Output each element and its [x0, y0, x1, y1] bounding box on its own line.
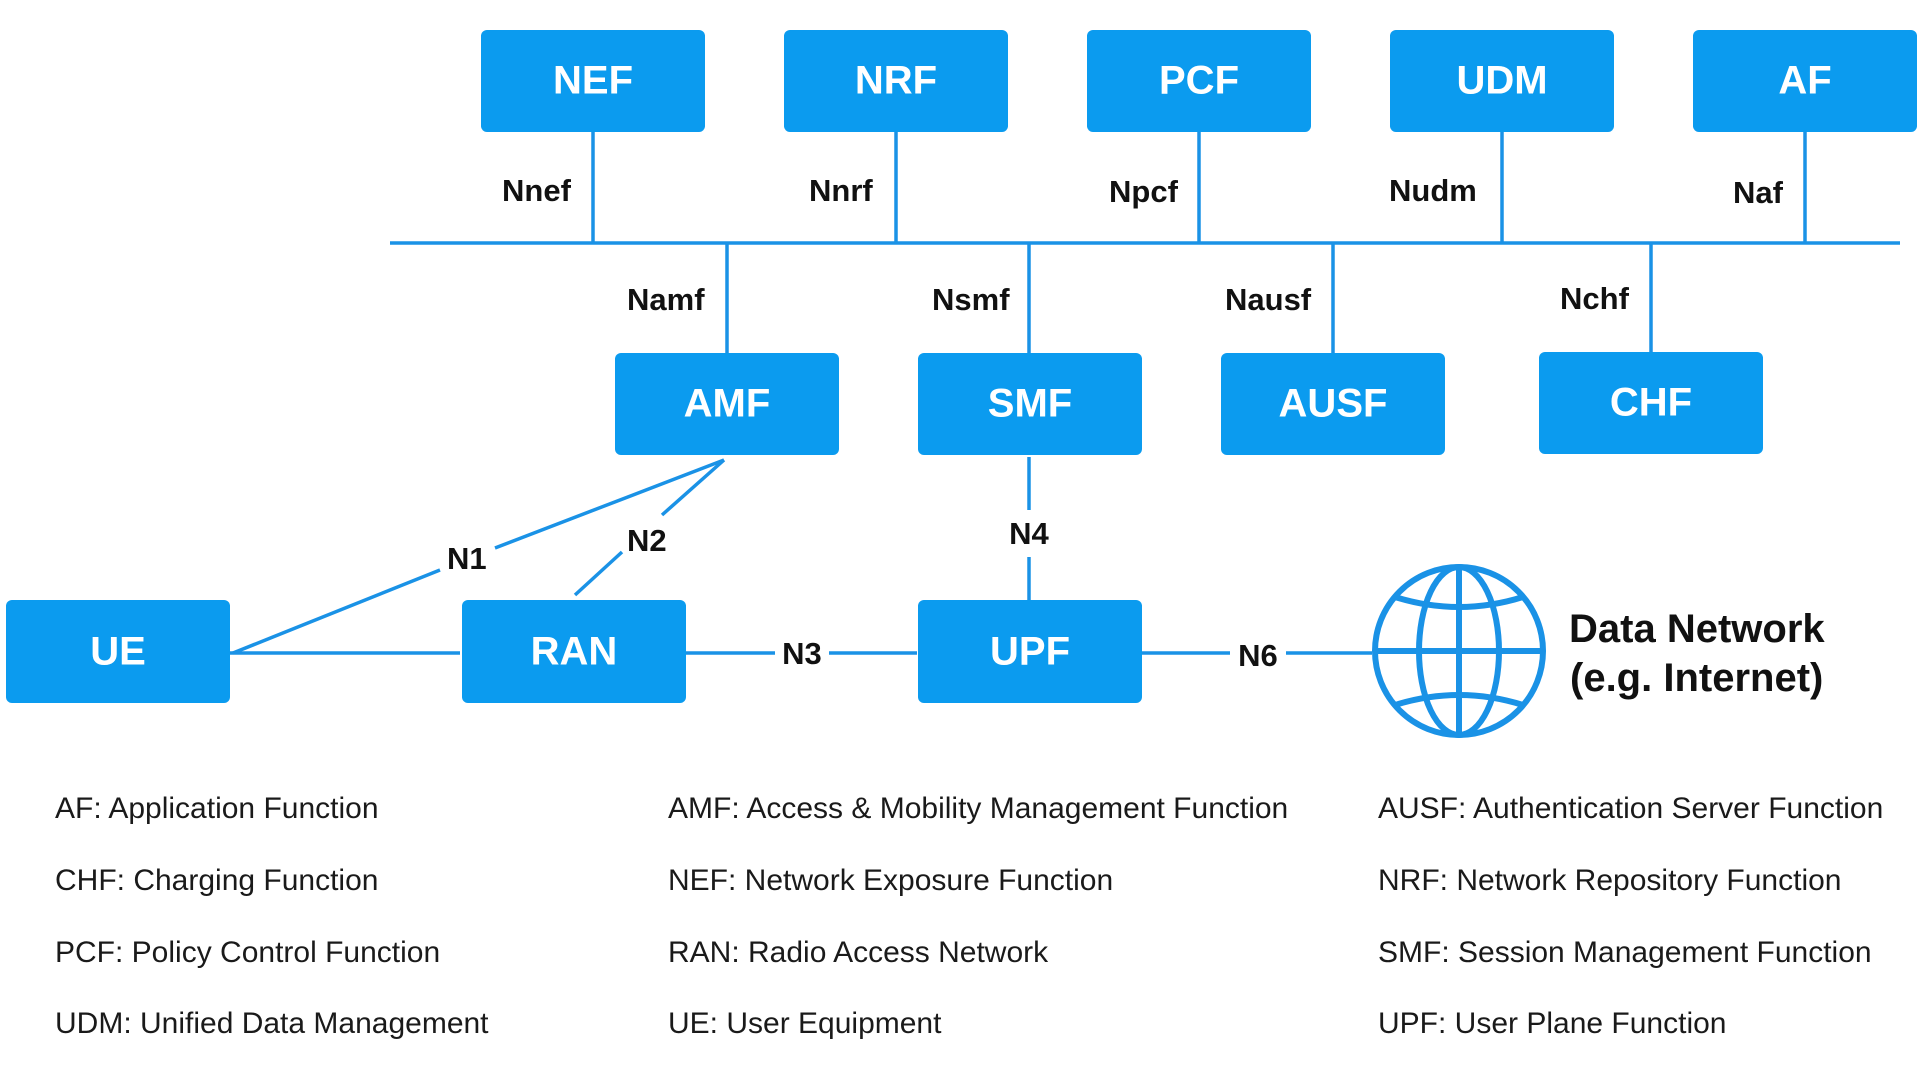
legend-item: AUSF: Authentication Server Function — [1378, 792, 1884, 825]
nf-label: NEF — [553, 59, 633, 103]
nf-box-smf: SMF — [918, 353, 1142, 455]
legend-item: UDM: Unified Data Management — [55, 1007, 489, 1040]
nf-label: UDM — [1456, 59, 1547, 103]
nf-label: SMF — [988, 382, 1072, 426]
data-network-title: Data Network — [1569, 607, 1825, 651]
legend-item: SMF: Session Management Function — [1378, 936, 1872, 969]
nf-label: AF — [1778, 59, 1831, 103]
legend-item: UE: User Equipment — [668, 1007, 942, 1040]
nf-box-upf: UPF — [918, 600, 1142, 703]
nf-box-pcf: PCF — [1087, 30, 1311, 132]
interface-label-namf: Namf — [627, 282, 705, 317]
legend-item: AMF: Access & Mobility Management Functi… — [668, 792, 1289, 825]
nf-box-udm: UDM — [1390, 30, 1614, 132]
nf-label: RAN — [531, 630, 618, 674]
interface-label-nsmf: Nsmf — [932, 282, 1010, 317]
globe-icon — [1372, 564, 1546, 738]
nf-box-ausf: AUSF — [1221, 353, 1445, 455]
nf-box-ran: RAN — [462, 600, 686, 703]
nf-label: AUSF — [1279, 382, 1388, 426]
n2-link-upper — [660, 458, 726, 517]
n2-link-lower — [573, 550, 624, 597]
legend-item: CHF: Charging Function — [55, 864, 379, 897]
nf-box-chf: CHF — [1539, 352, 1763, 454]
nf-box-nrf: NRF — [784, 30, 1008, 132]
interface-label-nausf: Nausf — [1225, 282, 1312, 317]
legend-item: AF: Application Function — [55, 792, 379, 825]
interface-label-nnrf: Nnrf — [809, 173, 873, 208]
legend-item: PCF: Policy Control Function — [55, 936, 441, 969]
legend-item: RAN: Radio Access Network — [668, 936, 1049, 969]
legend-item: UPF: User Plane Function — [1378, 1007, 1727, 1040]
interface-label-n6: N6 — [1238, 638, 1278, 673]
interface-label-nudm: Nudm — [1389, 173, 1477, 208]
nf-box-amf: AMF — [615, 353, 839, 455]
nf-label: UE — [90, 630, 146, 674]
legend-item: NEF: Network Exposure Function — [668, 864, 1114, 897]
nf-box-nef: NEF — [481, 30, 705, 132]
interface-label-npcf: Npcf — [1109, 174, 1179, 209]
interface-label-nchf: Nchf — [1560, 281, 1630, 316]
interface-label-n2: N2 — [627, 523, 667, 558]
nf-box-ue: UE — [6, 600, 230, 703]
n1-link-lower — [232, 568, 441, 655]
nf-label: CHF — [1610, 381, 1692, 425]
n1-link-upper — [494, 458, 725, 550]
nf-label: PCF — [1159, 59, 1239, 103]
interface-label-n1: N1 — [447, 541, 487, 576]
data-network-subtitle: (e.g. Internet) — [1570, 656, 1823, 700]
interface-label-naf: Naf — [1733, 175, 1784, 210]
nf-label: UPF — [990, 630, 1070, 674]
interface-label-n3: N3 — [782, 636, 822, 671]
nf-label: AMF — [684, 382, 771, 426]
nf-box-af: AF — [1693, 30, 1917, 132]
interface-label-nnef: Nnef — [502, 173, 572, 208]
nf-label: NRF — [855, 59, 937, 103]
interface-label-n4: N4 — [1009, 516, 1049, 551]
legend-item: NRF: Network Repository Function — [1378, 864, 1842, 897]
